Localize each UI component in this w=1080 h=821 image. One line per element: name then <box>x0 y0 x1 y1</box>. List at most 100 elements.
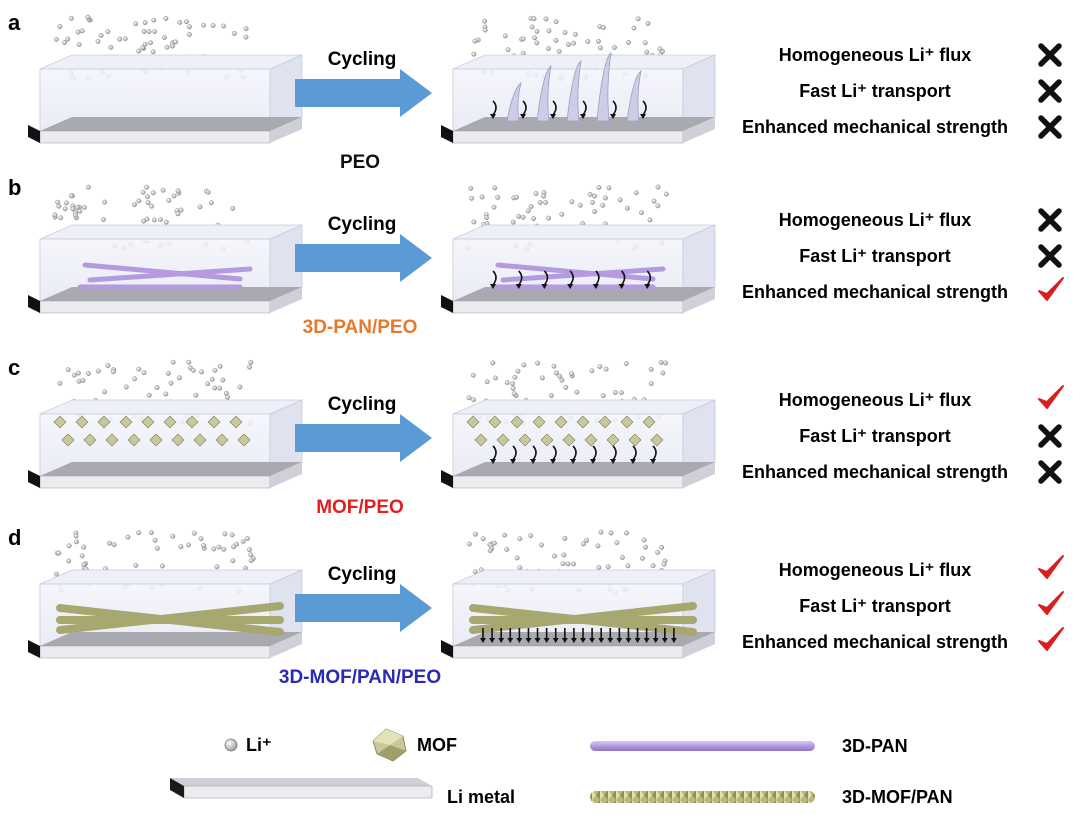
legend-li-ion-icon <box>224 738 238 752</box>
ion-flux-arrow <box>492 100 497 116</box>
li-ion <box>598 529 604 535</box>
feature-label: Enhanced mechanical strength <box>742 282 1008 302</box>
li-ion <box>516 213 522 219</box>
li-ion <box>154 545 160 551</box>
li-ion <box>76 378 82 384</box>
li-ion <box>517 565 523 571</box>
legend-mof-pan-label: 3D-MOF/PAN <box>842 787 953 807</box>
li-ion <box>659 544 665 550</box>
li-ion <box>596 38 601 44</box>
li-ion <box>85 184 91 190</box>
li-ion <box>510 381 516 387</box>
li-ion <box>81 544 87 550</box>
li-ion <box>562 536 568 541</box>
li-ion <box>514 194 519 200</box>
li-ion <box>110 369 116 375</box>
li-ion <box>145 194 150 200</box>
material-label: MOF/PEO <box>316 497 404 518</box>
li-ion <box>551 363 557 369</box>
mof-crystal <box>207 415 221 429</box>
li-ion <box>148 530 154 536</box>
li-ion <box>74 539 79 545</box>
cycling-label: Cycling <box>328 564 397 585</box>
li-ion <box>528 204 534 209</box>
li-ion <box>75 204 80 210</box>
li-ion <box>545 46 551 52</box>
li-ion <box>80 377 86 383</box>
legend-pan-fiber-icon <box>590 741 815 751</box>
li-ion <box>625 563 631 569</box>
li-ion <box>521 362 527 368</box>
li-ion <box>58 215 64 221</box>
mof-crystal <box>185 415 199 429</box>
li-ion <box>95 368 101 374</box>
material-label: PEO <box>340 152 380 173</box>
li-ion <box>650 563 656 569</box>
li-ion <box>205 189 211 195</box>
cycling-label: Cycling <box>328 214 397 235</box>
feature-label: Enhanced mechanical strength <box>742 462 1008 482</box>
li-ion <box>546 28 552 34</box>
li-ion <box>623 361 629 366</box>
mof-crystal <box>650 433 664 447</box>
cycling-label: Cycling <box>328 394 397 415</box>
legend-mof-icon <box>372 728 407 762</box>
li-ion <box>81 204 87 210</box>
mof-crystal <box>237 433 251 447</box>
li-ion <box>191 530 197 536</box>
mof-crystal <box>75 415 89 429</box>
li-ion <box>642 40 648 46</box>
li-ion <box>237 384 243 390</box>
li-ion <box>537 200 543 205</box>
li-ion <box>170 43 175 49</box>
li-ion <box>614 540 620 546</box>
li-ion <box>553 37 559 43</box>
mof-crystal <box>163 415 177 429</box>
mof-crystal <box>53 415 67 429</box>
li-ion <box>73 212 79 218</box>
electrolyte-top <box>452 569 716 585</box>
li-ion <box>491 204 497 210</box>
li-ion <box>569 199 575 205</box>
electrolyte-top <box>39 224 303 240</box>
li-ion <box>490 360 496 366</box>
li-ion <box>541 193 547 199</box>
li-ion <box>102 199 108 205</box>
feature-label: Homogeneous Li⁺ flux <box>779 560 972 580</box>
li-ion <box>556 48 562 54</box>
li-ion <box>186 359 192 365</box>
li-ion <box>146 29 152 35</box>
li-ion <box>79 553 85 559</box>
li-ion <box>165 370 171 376</box>
li-ion <box>510 385 516 391</box>
li-ion <box>248 359 254 365</box>
li-ion <box>580 541 586 547</box>
dendrite <box>596 52 612 122</box>
mof-crystal <box>105 433 119 447</box>
li-ion <box>585 39 591 44</box>
li-ion <box>571 561 576 567</box>
li-ion <box>108 44 114 50</box>
mof-crystal <box>141 415 155 429</box>
li-ion <box>595 543 601 549</box>
li-ion <box>553 19 559 25</box>
li-ion <box>510 219 516 225</box>
li-ion <box>520 214 526 220</box>
li-ion <box>63 200 69 206</box>
ion-flux-arrow <box>620 270 626 286</box>
li-ion <box>243 26 249 32</box>
li-ion <box>663 191 669 197</box>
li-ion <box>221 546 227 552</box>
li-ion <box>173 39 179 45</box>
li-ion <box>590 199 595 205</box>
li-ion <box>600 393 606 399</box>
process-arrow <box>295 584 432 632</box>
li-ion <box>132 376 138 382</box>
ion-flux-arrow <box>569 270 574 286</box>
li-ion <box>141 218 147 224</box>
li-ion <box>633 190 639 196</box>
li-ion <box>229 532 235 538</box>
panel-letter: d <box>8 525 21 550</box>
